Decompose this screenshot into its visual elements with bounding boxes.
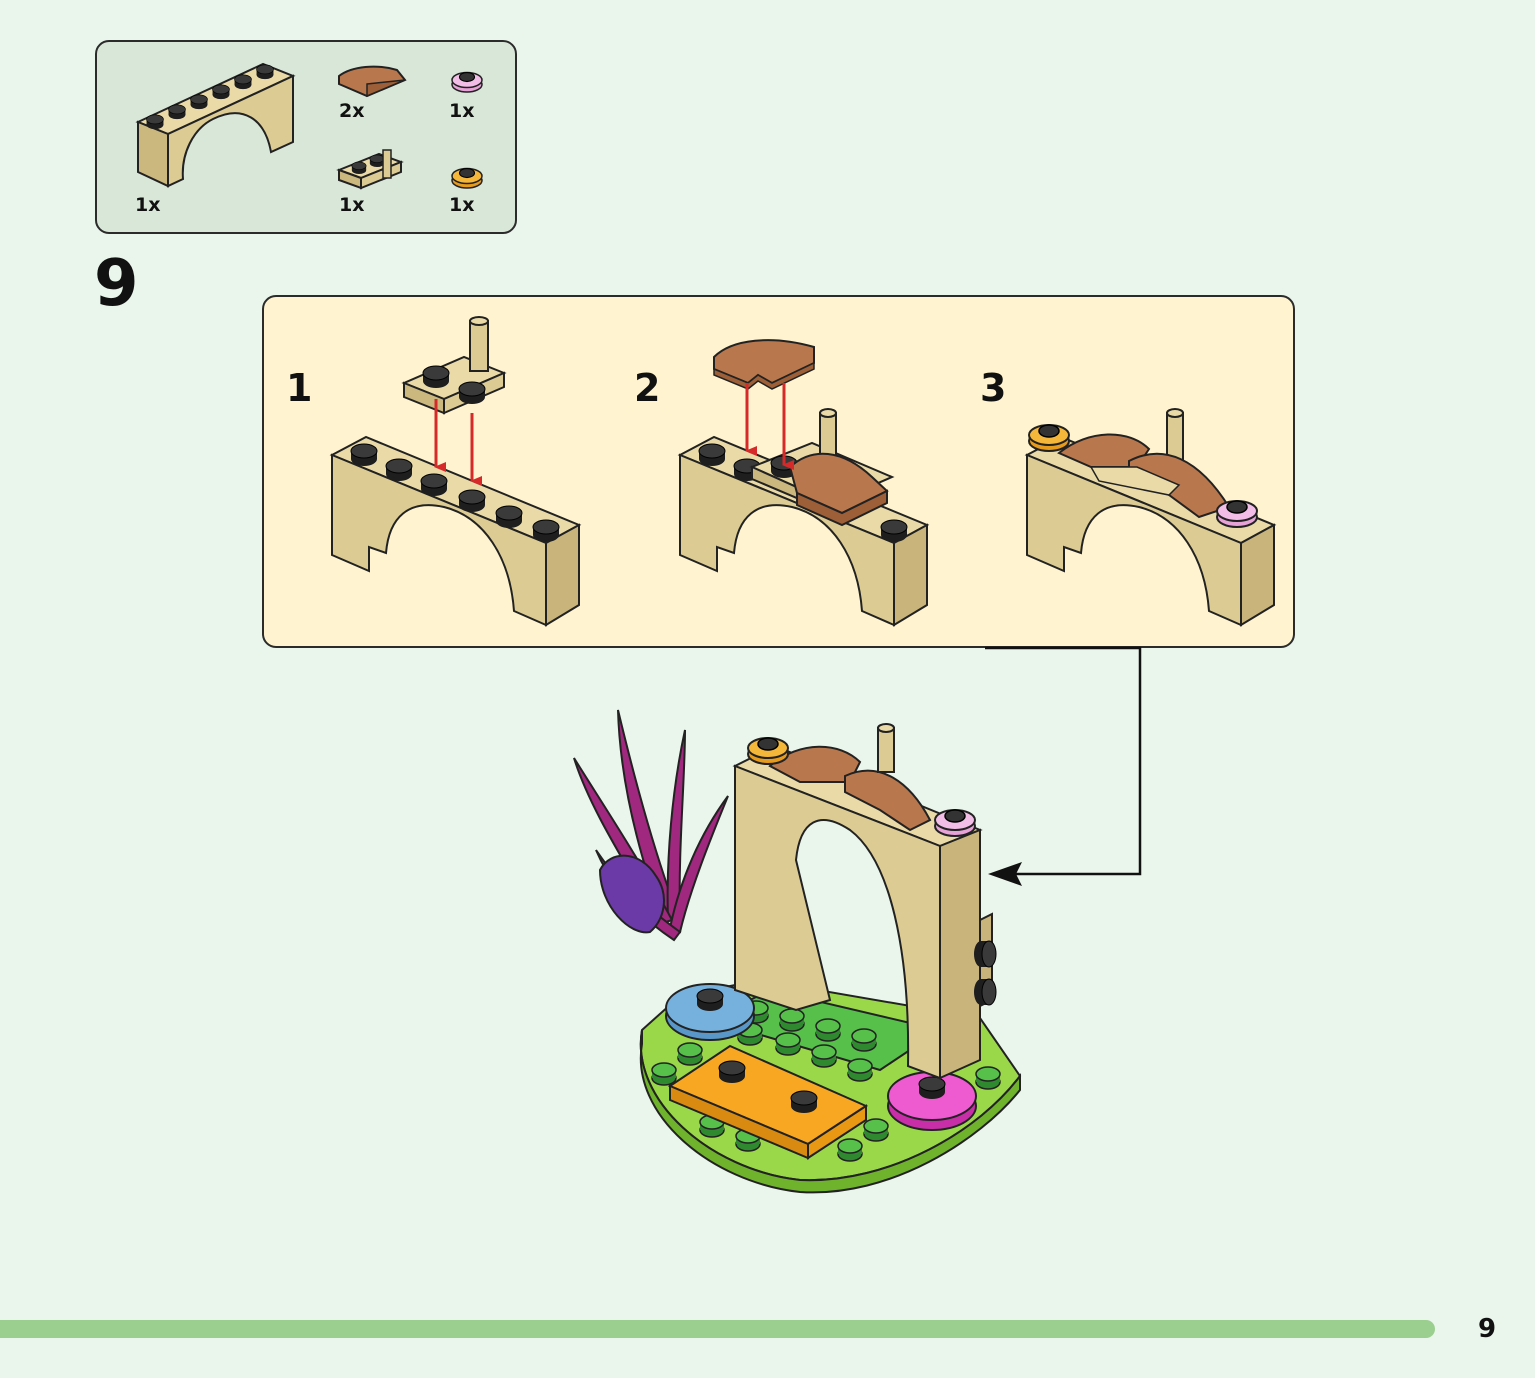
parts-callout: 1x 2x 1x 1x 1x <box>95 40 517 234</box>
page-number: 9 <box>1478 1314 1497 1344</box>
part-qty: 2x <box>339 100 365 122</box>
substep-label: 3 <box>980 366 1007 410</box>
purple-leaf-plant <box>573 709 729 942</box>
substeps-panel: 1 2 3 <box>262 295 1295 648</box>
substep-label: 2 <box>634 366 661 410</box>
step-number: 9 <box>94 247 139 321</box>
substep-3-diagram <box>1024 408 1277 627</box>
progress-bar <box>0 1320 1436 1338</box>
part-qty: 1x <box>449 194 475 216</box>
arch-brick-icon <box>135 62 296 188</box>
plate-with-bar-icon <box>336 149 404 190</box>
curved-slope-icon <box>338 65 407 98</box>
substep-1-diagram <box>329 316 582 627</box>
part-qty: 1x <box>339 194 365 216</box>
part-qty: 1x <box>449 100 475 122</box>
substep-2-diagram <box>677 339 930 627</box>
substep-label: 1 <box>286 366 313 410</box>
main-assembly-model <box>573 709 1022 1194</box>
part-qty: 1x <box>135 194 161 216</box>
